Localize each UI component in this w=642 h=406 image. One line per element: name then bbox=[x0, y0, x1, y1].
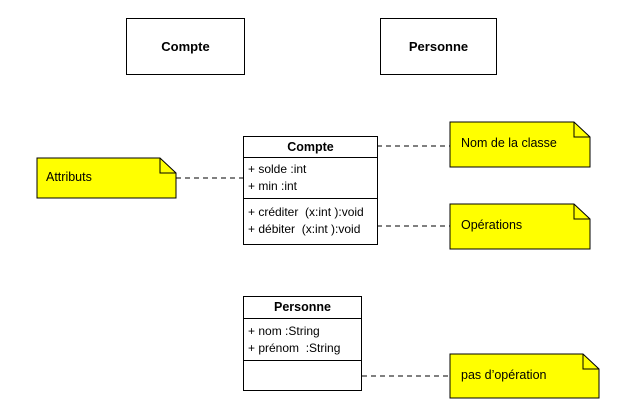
compte-class-box: Compte + solde :int + min :int + crédite… bbox=[243, 136, 378, 245]
personne-simple-label: Personne bbox=[408, 39, 469, 54]
compte-simple-box: Compte bbox=[126, 18, 245, 75]
note-attributs-text: Attributs bbox=[46, 170, 92, 184]
personne-class-box: Personne + nom :String + prénom :String bbox=[243, 296, 362, 391]
note-operations bbox=[449, 203, 591, 250]
note-operations-text: Opérations bbox=[461, 218, 523, 232]
personne-attributes: + nom :String + prénom :String bbox=[244, 319, 361, 361]
compte-class-name: Compte bbox=[244, 137, 377, 158]
compte-operations: + créditer (x:int ):void + débiter (x:in… bbox=[244, 199, 377, 244]
compte-simple-label: Compte bbox=[161, 39, 210, 54]
note-pas-operation bbox=[449, 353, 600, 399]
note-nom-classe-text: Nom de la classe bbox=[461, 136, 557, 150]
note-nom-classe bbox=[449, 121, 591, 168]
personne-attribute-prenom: + prénom :String bbox=[248, 341, 341, 355]
compte-operation-debiter: + débiter (x:int ):void bbox=[248, 222, 361, 236]
compte-operation-crediter: + créditer (x:int ):void bbox=[248, 205, 364, 219]
personne-attribute-nom: + nom :String bbox=[248, 324, 320, 338]
personne-operations bbox=[244, 361, 361, 390]
compte-attributes: + solde :int + min :int bbox=[244, 158, 377, 199]
compte-attribute-min: + min :int bbox=[248, 179, 298, 193]
note-pas-operation-text: pas d’opération bbox=[461, 368, 547, 382]
note-attributs bbox=[36, 157, 177, 199]
personne-simple-box: Personne bbox=[380, 18, 497, 75]
personne-class-name: Personne bbox=[244, 297, 361, 319]
compte-attribute-solde: + solde :int bbox=[248, 162, 307, 176]
